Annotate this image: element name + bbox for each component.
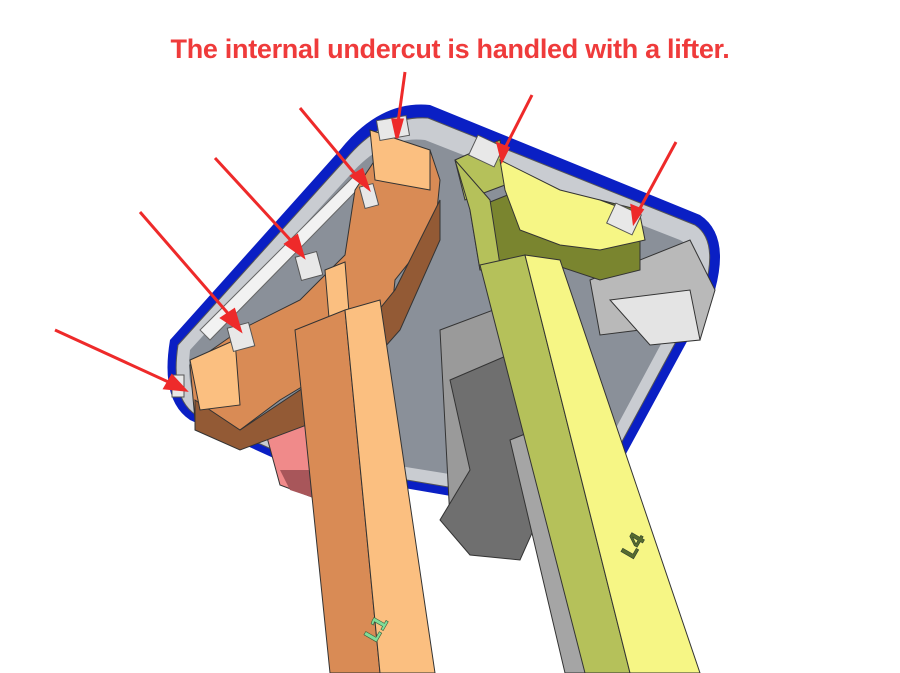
arrow-2 — [298, 107, 362, 181]
arrow-6 — [503, 94, 534, 149]
lifter-l4: L4 — [454, 139, 701, 673]
undercut-clips — [171, 114, 643, 398]
arrow-3-head — [283, 233, 306, 260]
arrow-1-head — [391, 118, 404, 139]
arrow-3 — [213, 156, 297, 247]
arrow-5-head — [162, 373, 189, 392]
arrow-5 — [54, 328, 176, 387]
annotation-arrows — [54, 71, 678, 392]
diagram-title: The internal undercut is handled with a … — [170, 34, 730, 64]
arrow-6-head — [495, 141, 511, 165]
arrow-7 — [636, 141, 678, 213]
lifter-l1: L1 — [189, 129, 441, 673]
arrow-4-head — [219, 307, 243, 334]
arrow-2-head — [349, 167, 371, 193]
arrow-4 — [138, 211, 234, 319]
arrow-7-head — [630, 203, 645, 227]
